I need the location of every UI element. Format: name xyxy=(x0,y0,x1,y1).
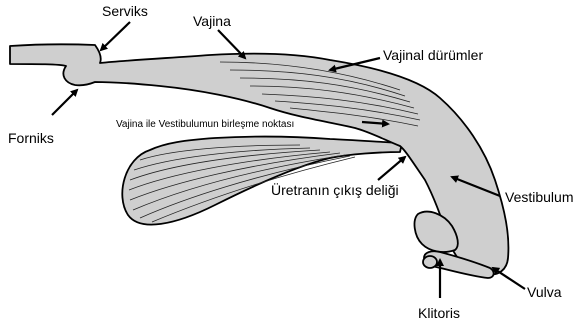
label-vestibulum: Vestibulum xyxy=(505,189,573,205)
label-klitoris: Klitoris xyxy=(418,305,460,321)
serviks-arrow xyxy=(101,22,130,50)
label-forniks: Forniks xyxy=(8,130,54,146)
label-serviks: Serviks xyxy=(102,3,148,19)
bladder-shape xyxy=(122,137,402,225)
label-uretra: Üretranın çıkış deliği xyxy=(271,181,399,198)
forniks-arrow xyxy=(52,90,77,115)
label-vajinal-durumler: Vajinal dürümler xyxy=(383,47,483,63)
label-vulva: Vulva xyxy=(527,284,562,300)
label-vajina: Vajina xyxy=(193,13,231,29)
label-birlesme: Vajina ile Vestibulumun birleşme noktası xyxy=(116,119,294,130)
uretra-arrow xyxy=(378,157,405,180)
vulva-arrow xyxy=(493,268,525,289)
